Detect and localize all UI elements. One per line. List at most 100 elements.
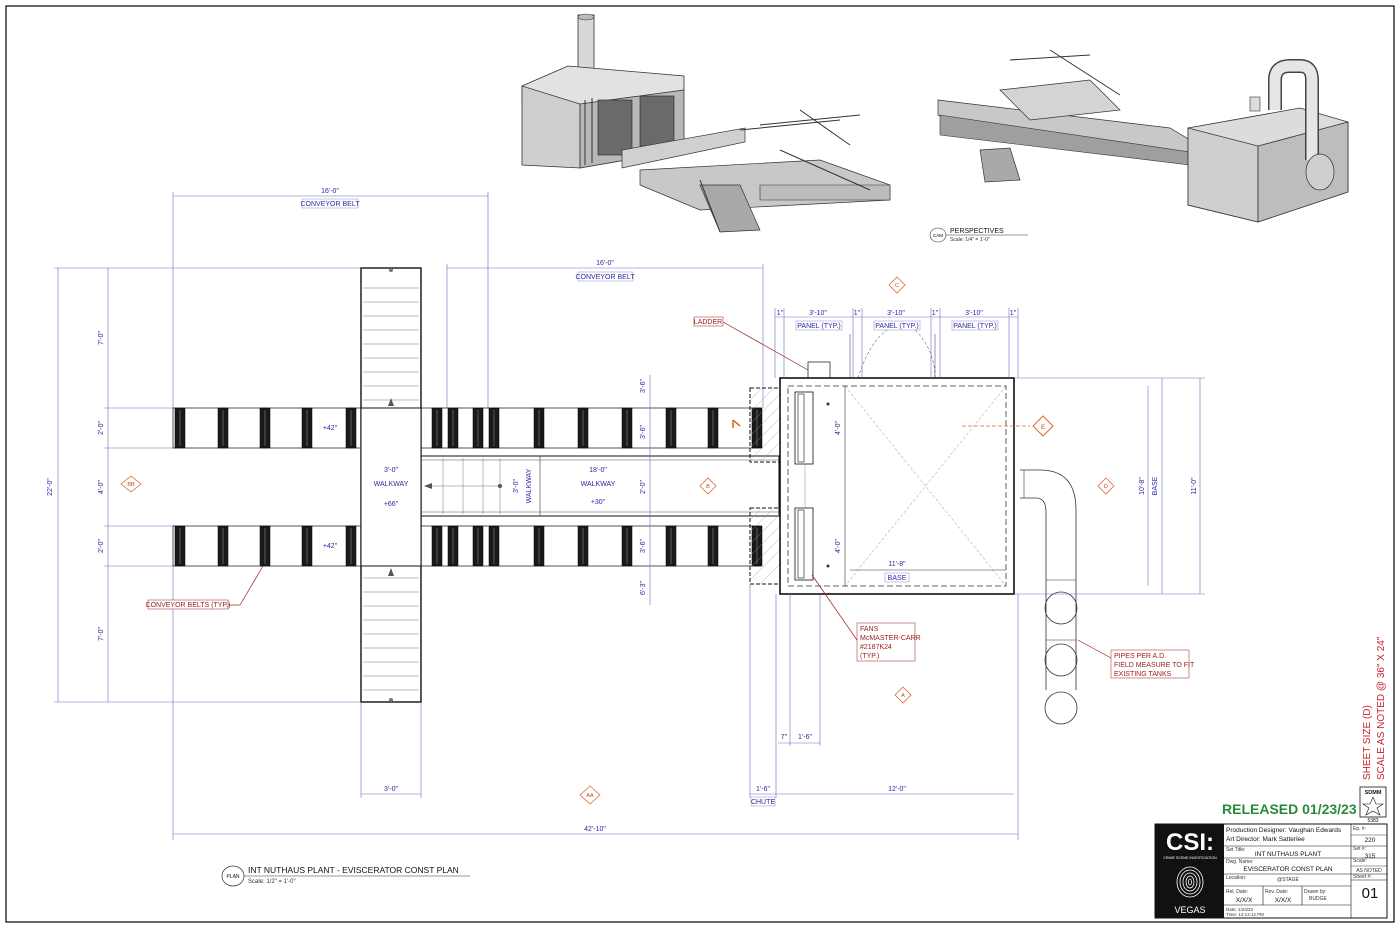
scale-label: Scale: [1353, 858, 1367, 864]
location-label: Location: [1226, 875, 1246, 881]
perspective-title: PERSPECTIVES [950, 228, 1004, 235]
fans-label-1: FANS [860, 626, 879, 633]
pipes-label-1: PIPES PER A.D. [1114, 653, 1166, 660]
dim-1d: 1" [1010, 310, 1017, 317]
callout-conveyor-belts: CONVEYOR BELTS (TYP.) [146, 565, 264, 610]
dim-3-6b: 3'-6" [640, 539, 647, 553]
dim-2a: 2'-0" [98, 421, 105, 435]
dim-3-left: 3'-6" [640, 379, 647, 393]
logo-sub: CRIME SCENE INVESTIGATION [1163, 856, 1217, 860]
ep-label: Ep. #: [1353, 826, 1366, 832]
chute-label: CHUTE [751, 799, 775, 806]
fingerprint-icon [1176, 866, 1204, 898]
dim-4: 4'-0" [98, 480, 105, 494]
set-value: 315 [1365, 853, 1376, 860]
walkway-vertical-stairs: 3'-0" WALKWAY +66" [360, 267, 422, 703]
dim-18: 18'-0" [589, 467, 607, 474]
dwg-label: Dwg. Name: [1226, 859, 1254, 865]
base-label-2: BASE [1152, 476, 1159, 495]
perspective-view-1 [521, 13, 891, 233]
walkway-vert-label: WALKWAY [526, 468, 533, 503]
location-value: @STAGE [1277, 877, 1299, 883]
plan-scale: Scale: 1/2" = 1'-0" [248, 879, 296, 885]
plan-tag: PLAN [226, 874, 239, 880]
set-label: Set #: [1353, 846, 1366, 852]
walkway-horizontal: WALKWAY 3'-0" 18'-0" WALKWAY +30" [420, 455, 780, 517]
drawn-label: Drawn by: [1304, 889, 1327, 895]
fans-label-4: (TYP.) [860, 653, 879, 660]
title-block: CSI: CRIME SCENE INVESTIGATION VEGAS Pro… [1154, 823, 1388, 919]
dim-1c: 1" [932, 310, 939, 317]
callout-fans: FANS McMASTER-CARR #2187K24 (TYP.) [811, 574, 921, 662]
time-line: Time: 12:13:12 PM [1226, 912, 1264, 917]
perspective-tag: CAM [933, 233, 943, 238]
dim-11-0: 11'-0" [1191, 477, 1198, 495]
walkway-label-2: WALKWAY [581, 481, 616, 488]
dim-42-10: 42'-10" [584, 826, 606, 833]
dim-1a: 1" [777, 310, 784, 317]
released-stamp: RELEASED 01/23/23 [1222, 801, 1357, 817]
dim-3-10c: 3'-10" [965, 310, 983, 317]
dims-belt-right: 3'-6" 3'-6" 2'-0" 3'-6" 6'-3" [640, 375, 651, 605]
perspective-view-2 [937, 49, 1349, 223]
sheet-value: 01 [1362, 885, 1379, 902]
dim-top-conveyor: 16'-0" CONVEYOR BELT [172, 188, 489, 408]
logo-csi: CSI: [1166, 829, 1214, 856]
pipes-label-3: EXISTING TANKS [1114, 671, 1172, 678]
dim-7in: 7" [781, 734, 788, 741]
dim-3-10a: 3'-10" [809, 310, 827, 317]
dim-2b: 2'-0" [98, 539, 105, 553]
dim-7a: 7'-0" [98, 331, 105, 345]
plan-title-block: PLAN INT NUTHAUS PLANT - EVISCERATOR CON… [221, 865, 470, 887]
panel-label-3: PANEL (TYP.) [953, 323, 996, 330]
dim-16-top: 16'-0" [321, 188, 339, 195]
marker-b: B [706, 484, 710, 490]
height-42a: +42" [323, 425, 338, 432]
marker-aa: AA [586, 793, 594, 799]
marker-e: E [1041, 425, 1045, 431]
sheet-border [5, 5, 1395, 923]
sheet-size-notes: SHEET SIZE (D) SCALE AS NOTED @ 36" X 24… [1362, 636, 1387, 780]
set-title-label: Set Title: [1226, 847, 1245, 853]
pipes [1020, 469, 1078, 725]
dims-right: 10'-8" BASE 11'-0" [1014, 377, 1205, 595]
dim-10-8: 10'-8" [1139, 477, 1146, 495]
pipes-label-2: FIELD MEASURE TO FIT [1114, 662, 1195, 669]
set-title-value: INT NUTHAUS PLANT [1255, 851, 1321, 858]
dim-4-0b: 4'-0" [835, 539, 842, 553]
drawn-value: BUDGE [1309, 896, 1327, 902]
dim-16-mid: 16'-0" [596, 260, 614, 267]
rev-date-label: Rev. Date: [1265, 889, 1288, 895]
art-director: Art Director: Mark Satterlee [1226, 836, 1305, 843]
dim-3-10b: 3'-10" [887, 310, 905, 317]
section-markers: BB B C D E A AA [120, 276, 1115, 805]
union-bug: SDMM 5383 [1359, 786, 1387, 824]
perspective-title-block: CAM PERSPECTIVES Scale: 1/4" = 1'-0" [929, 227, 1028, 243]
logo-city: VEGAS [1174, 905, 1205, 915]
perspective-scale: Scale: 1/4" = 1'-0" [950, 237, 990, 243]
dim-4-0a: 4'-0" [835, 421, 842, 435]
dim-12: 12'-0" [888, 786, 906, 793]
sheet-label: Sheet #: [1353, 874, 1372, 880]
dim-7b: 7'-0" [98, 627, 105, 641]
scale-value: AS NOTED [1356, 868, 1382, 874]
dim-mid-conveyor: 16'-0" CONVEYOR BELT [446, 260, 764, 408]
dim-3-bot: 3'-0" [384, 786, 398, 793]
marker-a: A [901, 693, 905, 699]
dim-3-6a: 3'-6" [640, 425, 647, 439]
marker-c: C [895, 283, 899, 289]
height-66: +66" [384, 501, 399, 508]
label-conveyor-belt-top: CONVEYOR BELT [301, 201, 361, 208]
rev-date-value: X/X/X [1275, 897, 1292, 904]
production-designer: Production Designer: Vaughan Edwards [1226, 827, 1342, 834]
dims-panels-top: 1" 3'-10" 1" 3'-10" 1" 3'-10" 1" PANEL (… [774, 308, 1019, 378]
label-conveyor-belt-mid: CONVEYOR BELT [576, 274, 636, 281]
dim-2-mid: 2'-0" [640, 480, 647, 494]
eviscerator-box: 11'-8" BASE 4'-0" 4'-0" [779, 327, 1030, 595]
walkway-label-1: WALKWAY [374, 481, 409, 488]
panel-label-2: PANEL (TYP.) [875, 323, 918, 330]
rel-date-label: Rel. Date: [1226, 889, 1248, 895]
dim-3-walk: 3'-0" [384, 467, 398, 474]
